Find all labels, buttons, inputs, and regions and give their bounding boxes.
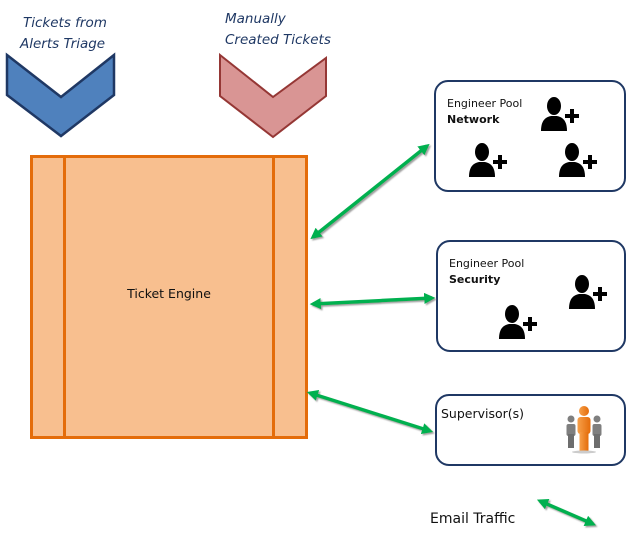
supervisor-title: Supervisor(s) — [441, 406, 525, 421]
legend-label: Email Traffic — [430, 511, 516, 527]
source-label-manual: Manually Created Tickets — [225, 9, 331, 51]
user-add-icon — [468, 142, 508, 178]
ticket-engine: Ticket Engine — [30, 155, 308, 439]
engine-divider-left — [63, 158, 66, 436]
user-add-icon — [498, 304, 538, 340]
arrow-engine-security — [309, 292, 436, 310]
pool-name: Security — [449, 273, 501, 286]
chevron-alerts — [5, 52, 116, 138]
pool-name: Network — [447, 113, 500, 126]
engine-divider-right — [272, 158, 275, 436]
user-add-icon — [540, 96, 580, 132]
user-add-icon — [568, 274, 608, 310]
arrow-engine-supervisor — [306, 390, 434, 434]
source-label-alerts: Tickets from Alerts Triage — [20, 13, 107, 55]
engine-label: Ticket Engine — [127, 286, 211, 301]
source-label-manual-line1: Manually — [225, 11, 286, 27]
supervisor-box: Supervisor(s) — [435, 394, 626, 466]
source-label-manual-line2: Created Tickets — [225, 32, 331, 48]
engineer-pool-network: Engineer Pool Network — [434, 80, 626, 192]
arrow-engine-network — [310, 143, 430, 240]
user-add-icon — [558, 142, 598, 178]
source-label-alerts-line2: Alerts Triage — [20, 36, 106, 52]
source-label-alerts-line1: Tickets from — [23, 15, 107, 31]
pool-title: Engineer Pool — [447, 97, 523, 110]
pool-title: Engineer Pool — [449, 257, 525, 270]
chevron-manual — [219, 52, 327, 139]
legend-arrow-icon — [536, 498, 597, 527]
group-icon — [564, 404, 604, 454]
engineer-pool-security: Engineer Pool Security — [436, 240, 626, 352]
